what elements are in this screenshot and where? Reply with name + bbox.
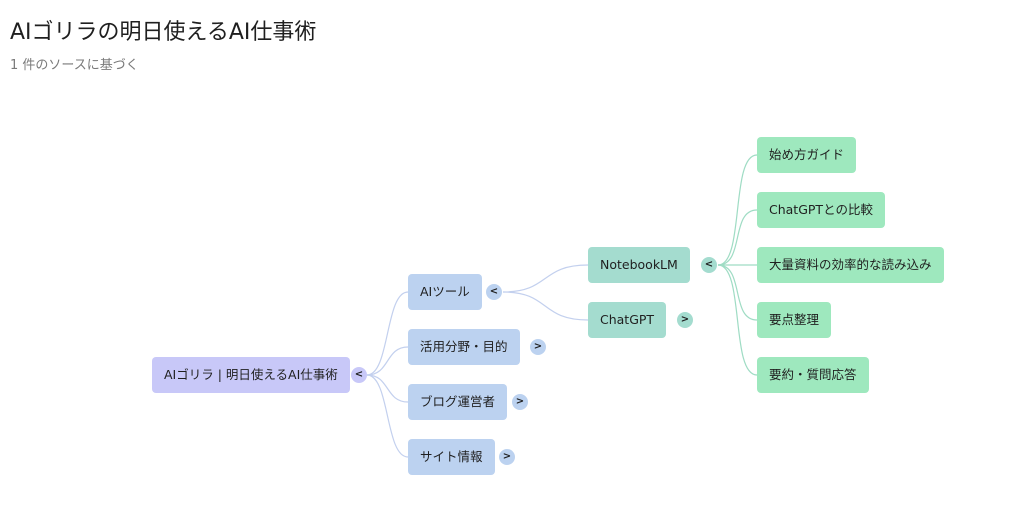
- node-blog-operator-expand-toggle[interactable]: >: [512, 394, 528, 410]
- node-chatgpt-expand-toggle[interactable]: >: [677, 312, 693, 328]
- connector-ai-tools-notebooklm: [502, 264, 589, 293]
- node-notebooklm[interactable]: NotebookLM: [588, 247, 690, 283]
- node-root-collapse-toggle[interactable]: <: [351, 367, 367, 383]
- page-title: AIゴリラの明日使えるAI仕事術: [10, 20, 317, 45]
- connector-ai-tools-chatgpt: [502, 291, 589, 321]
- connector-root-site: [366, 374, 409, 458]
- node-ai-tools[interactable]: AIツール: [408, 274, 482, 310]
- node-site-info-expand-toggle[interactable]: >: [499, 449, 515, 465]
- node-getting-started-guide[interactable]: 始め方ガイド: [757, 137, 857, 173]
- node-notebooklm-collapse-toggle[interactable]: <: [701, 257, 717, 273]
- node-usage-purpose-expand-toggle[interactable]: >: [530, 339, 546, 355]
- node-bulk-document-loading[interactable]: 大量資料の効率的な読み込み: [757, 247, 944, 283]
- node-chatgpt[interactable]: ChatGPT: [588, 302, 667, 338]
- connector-notebooklm-item-4: [717, 264, 758, 321]
- connector-root-usage: [366, 346, 409, 376]
- node-key-point-organization[interactable]: 要点整理: [757, 302, 832, 338]
- node-summary-qa[interactable]: 要約・質問応答: [757, 357, 869, 393]
- node-ai-tools-collapse-toggle[interactable]: <: [486, 284, 502, 300]
- node-usage-purpose[interactable]: 活用分野・目的: [408, 329, 520, 365]
- connector-notebooklm-item-5: [717, 264, 758, 376]
- connector-notebooklm-item-1: [717, 154, 758, 266]
- source-count: 1 件のソースに基づく: [10, 58, 139, 73]
- node-blog-operator[interactable]: ブログ運営者: [408, 384, 508, 420]
- connector-root-ai-tools: [366, 291, 409, 376]
- node-site-info[interactable]: サイト情報: [408, 439, 495, 475]
- node-chatgpt-comparison[interactable]: ChatGPTとの比較: [757, 192, 885, 228]
- node-root[interactable]: AIゴリラ | 明日使えるAI仕事術: [152, 357, 350, 393]
- connector-notebooklm-item-2: [717, 209, 758, 266]
- connector-root-blog: [366, 374, 409, 403]
